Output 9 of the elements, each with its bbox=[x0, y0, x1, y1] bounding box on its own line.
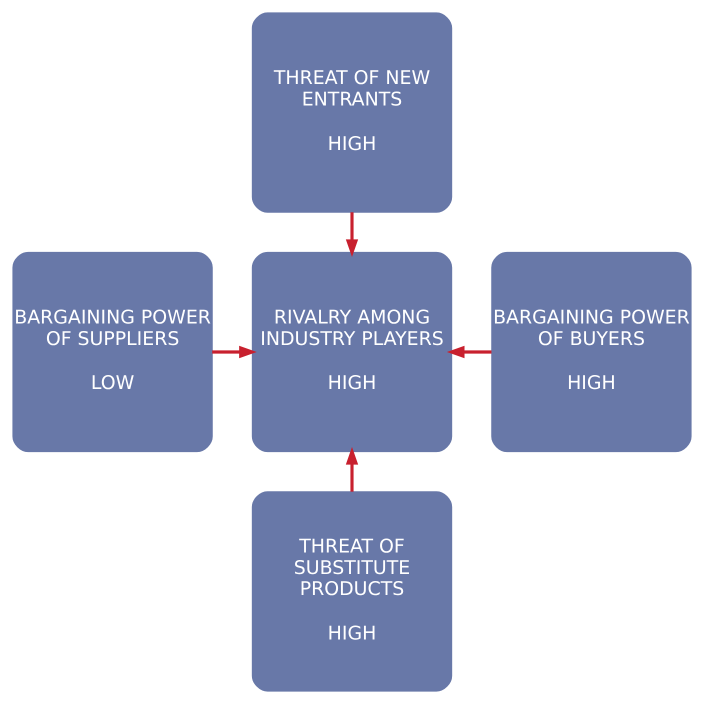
node-box: THREAT OF NEW ENTRANTS HIGH bbox=[252, 12, 452, 213]
node-box: BARGAINING POWER OF BUYERS HIGH bbox=[491, 252, 692, 452]
arrow bbox=[346, 212, 358, 258]
arrow bbox=[212, 346, 257, 358]
node-box: BARGAINING POWER OF SUPPLIERS LOW bbox=[12, 252, 213, 452]
node-box: RIVALRY AMONG INDUSTRY PLAYERS HIGH bbox=[252, 252, 452, 452]
arrow bbox=[346, 446, 358, 492]
arrow bbox=[446, 346, 492, 358]
node-box: THREAT OF SUBSTITUTE PRODUCTS HIGH bbox=[252, 491, 452, 692]
